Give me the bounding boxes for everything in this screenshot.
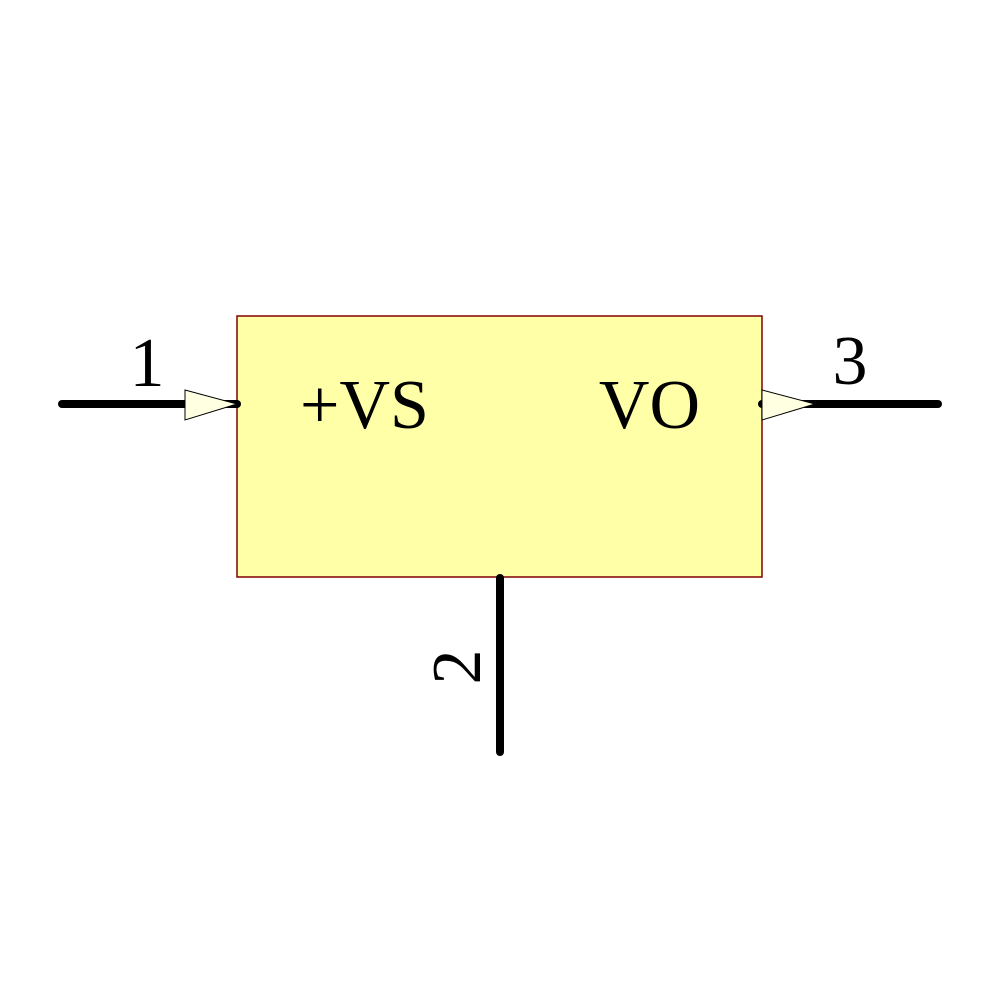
pin-name-vs: +VS xyxy=(300,367,429,444)
output-arrow-icon xyxy=(761,389,817,421)
pin-2-number: 2 xyxy=(419,650,496,685)
input-arrow-icon xyxy=(184,389,239,421)
pin-1-number: 1 xyxy=(130,325,165,402)
pin-3[interactable]: 3 xyxy=(758,323,942,421)
pin-1[interactable]: 1 xyxy=(58,325,241,421)
pin-2[interactable]: 2 xyxy=(419,574,504,756)
component-body[interactable] xyxy=(236,315,763,578)
pin-name-vo: VO xyxy=(599,367,700,444)
pin-3-number: 3 xyxy=(833,323,868,400)
